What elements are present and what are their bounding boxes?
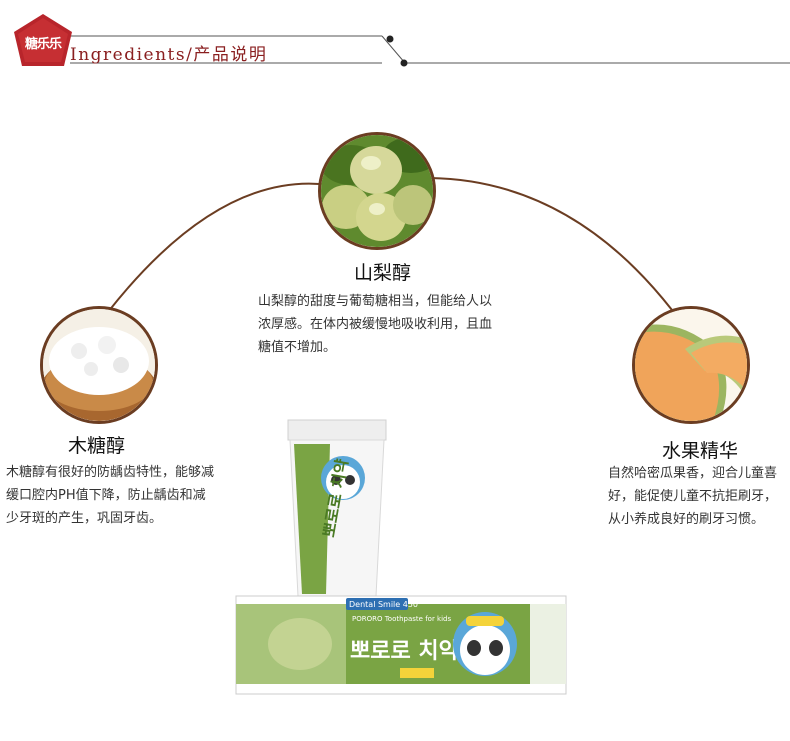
header-divider-lines xyxy=(70,35,790,67)
box-korean-text: 뽀로로 치약 xyxy=(350,639,459,664)
brand-badge-icon xyxy=(14,14,72,66)
pear-photo-icon xyxy=(321,135,433,247)
ingredient-desc-melon: 自然哈密瓜果香，迎合儿童喜好，能促使儿童不抗拒刷牙，从小养成良好的刷牙习惯。 xyxy=(608,466,778,527)
melon-photo-icon xyxy=(635,309,747,421)
ingredient-name-pear: 山梨醇 xyxy=(354,262,412,284)
ingredient-name-melon: 水果精华 xyxy=(662,440,739,462)
ingredient-name-xylitol: 木糖醇 xyxy=(68,435,126,457)
pear-image xyxy=(318,132,436,250)
section-title: Ingredients/产品说明 xyxy=(70,45,268,65)
brand-badge-text: 糖乐乐 xyxy=(24,37,62,52)
toothpaste-product-icon: 뽀로로 치약 Dental Smile 450 PORORO Toothpast… xyxy=(235,419,567,695)
ingredient-desc-xylitol: 木糖醇有很好的防龋齿特性，能够减缓口腔内PH值下降，防止龋齿和减少牙斑的产生，巩… xyxy=(6,465,215,526)
box-subtitle-text: PORORO Toothpaste for kids xyxy=(352,615,451,623)
box-brand-text: Dental Smile 450 xyxy=(349,600,418,609)
ingredient-desc-pear: 山梨醇的甜度与葡萄糖相当，但能给人以浓厚感。在体内被缓慢地吸收利用，且血糖值不增… xyxy=(258,294,493,355)
toothpaste-product-image: 뽀로로 치약 Dental Smile 450 PORORO Toothpast… xyxy=(230,418,575,703)
xylitol-image xyxy=(40,306,158,424)
xylitol-powder-icon xyxy=(43,309,155,421)
melon-image xyxy=(632,306,750,424)
